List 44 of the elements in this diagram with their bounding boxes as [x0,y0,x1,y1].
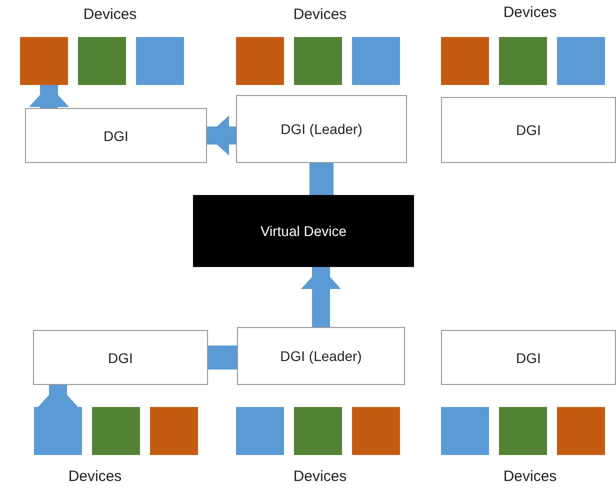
devices-label: Devices [503,468,557,485]
device-tile [557,407,605,455]
block-arrow [38,385,78,407]
block-arrow [301,267,341,327]
devices-label: Devices [503,4,557,21]
block-arrow [29,85,69,108]
process-box [236,95,407,163]
node-label: DGI [516,122,541,138]
devices-label: Devices [68,468,122,485]
device-tile [294,37,342,85]
device-tile [78,37,126,85]
process-box [25,108,207,163]
device-tile [499,37,547,85]
node-label: DGI [516,350,541,366]
node-label: DGI (Leader) [280,348,362,364]
connector-bar [208,346,237,370]
connector-bar [310,163,334,195]
process-box [237,327,405,385]
device-tile [236,37,284,85]
device-tile [150,407,198,455]
node-label: DGI [108,350,133,366]
node-label: Virtual Device [260,223,347,239]
device-tile [34,407,82,455]
node-label: DGI [104,128,128,144]
process-box [441,330,616,385]
device-tile [499,407,547,455]
device-tile [92,407,140,455]
devices-label: Devices [83,6,137,23]
device-tile [352,37,400,85]
device-tile [441,407,489,455]
process-box [33,330,208,385]
device-tile [352,407,400,455]
device-tile [557,37,605,85]
virtual-device-box [193,195,414,267]
device-tile [441,37,489,85]
device-tile [294,407,342,455]
devices-label: Devices [293,468,347,485]
device-tile [20,37,68,85]
devices-label: Devices [293,6,347,23]
device-tile [136,37,184,85]
node-label: DGI (Leader) [280,121,362,137]
process-box [441,97,616,163]
device-tile [236,407,284,455]
block-arrow [207,116,236,156]
